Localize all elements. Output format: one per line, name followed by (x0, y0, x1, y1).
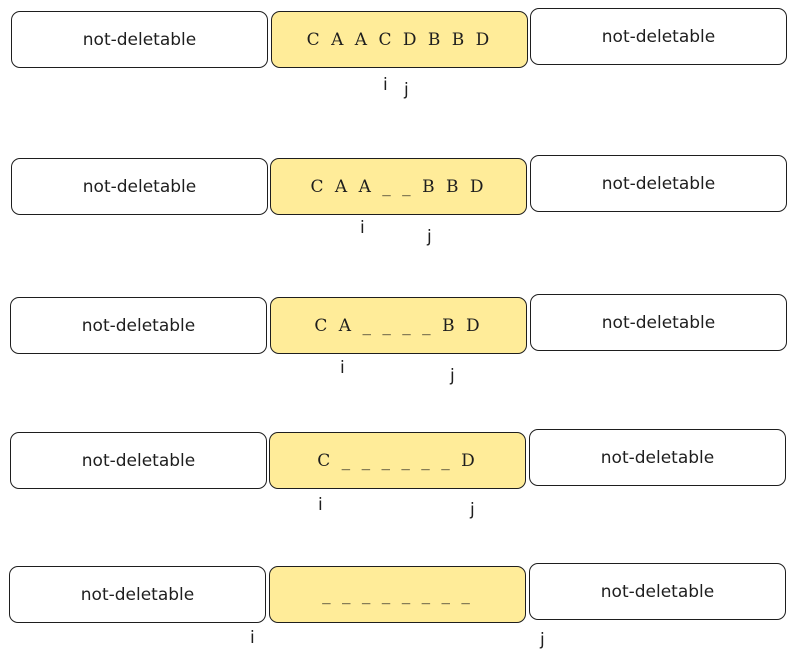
row-4-left-box: not-deletable (9, 566, 266, 623)
row-0-pointer-j: j (404, 80, 409, 100)
row-4-right-box: not-deletable (529, 563, 786, 620)
row-0-middle-box: C A A C D B B D (271, 11, 528, 68)
row-0-right-box: not-deletable (530, 8, 787, 65)
row-3-right-box: not-deletable (529, 429, 786, 486)
row-2-pointer-j: j (450, 366, 455, 386)
row-3-pointer-i: i (318, 495, 323, 515)
row-4-right-label: not-deletable (600, 581, 715, 602)
row-2-right-box: not-deletable (530, 294, 787, 351)
row-4-middle-box: _ _ _ _ _ _ _ _ (269, 566, 526, 623)
row-4-pointer-j: j (540, 630, 545, 650)
row-1-pointer-j: j (427, 227, 432, 247)
row-2-left-box: not-deletable (10, 297, 267, 354)
row-1-left-box: not-deletable (11, 158, 268, 215)
row-2-right-label: not-deletable (601, 312, 716, 333)
row-0-right-label: not-deletable (601, 26, 716, 47)
row-0-left-box: not-deletable (11, 11, 268, 68)
row-2-middle-sequence: C A _ _ _ _ B D (314, 315, 483, 336)
row-2-pointer-i: i (340, 358, 345, 378)
row-1-middle-box: C A A _ _ B B D (270, 158, 527, 215)
row-2-middle-box: C A _ _ _ _ B D (270, 297, 527, 354)
row-3-left-box: not-deletable (10, 432, 267, 489)
row-1-middle-sequence: C A A _ _ B B D (310, 176, 487, 197)
row-4-pointer-i: i (250, 628, 255, 648)
row-1-right-label: not-deletable (601, 173, 716, 194)
row-3-middle-sequence: C _ _ _ _ _ _ D (317, 450, 478, 471)
row-4-left-label: not-deletable (80, 584, 195, 605)
row-1-right-box: not-deletable (530, 155, 787, 212)
row-3-middle-box: C _ _ _ _ _ _ D (269, 432, 526, 489)
row-3-left-label: not-deletable (81, 450, 196, 471)
row-0-middle-sequence: C A A C D B B D (306, 29, 493, 50)
row-2-left-label: not-deletable (81, 315, 196, 336)
row-4-middle-sequence: _ _ _ _ _ _ _ _ (322, 584, 473, 605)
row-1-left-label: not-deletable (82, 176, 197, 197)
row-3-right-label: not-deletable (600, 447, 715, 468)
row-0-pointer-i: i (383, 75, 388, 95)
row-3-pointer-j: j (470, 500, 475, 520)
row-0-left-label: not-deletable (82, 29, 197, 50)
row-1-pointer-i: i (360, 218, 365, 238)
